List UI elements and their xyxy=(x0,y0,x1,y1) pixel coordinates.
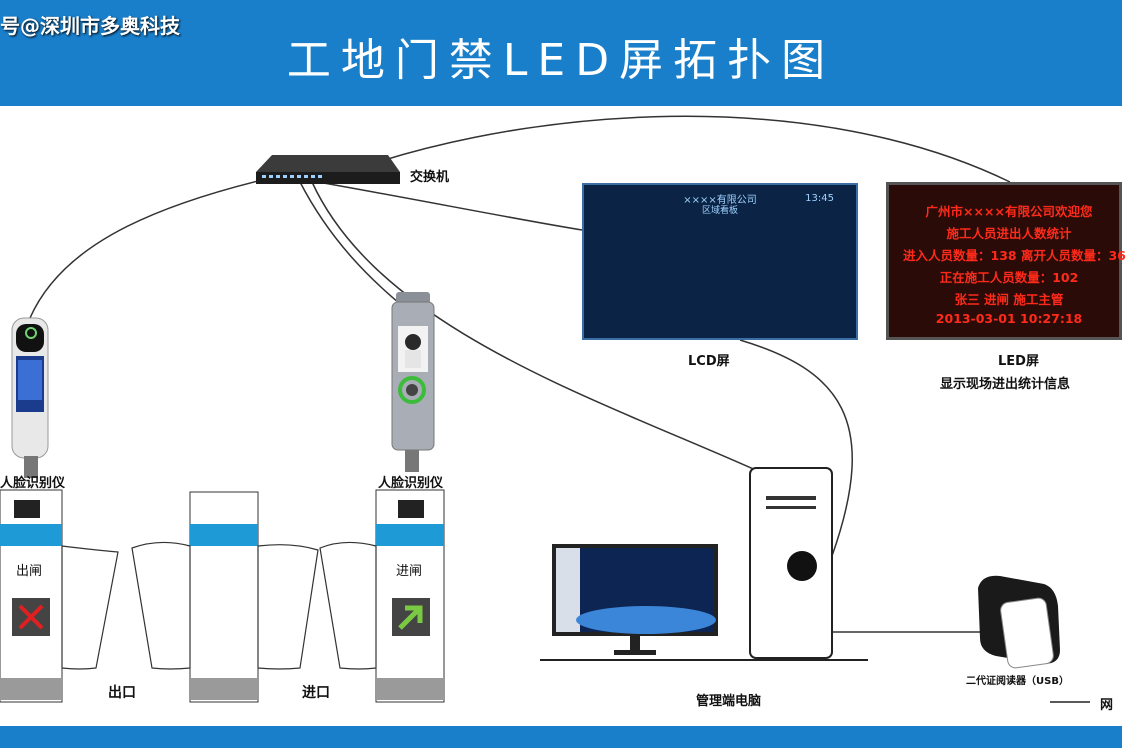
turnstile-pillar-right xyxy=(375,489,445,703)
flap-exit-right xyxy=(131,541,191,670)
pc-monitor xyxy=(540,544,868,661)
gate-exit-label: 出闸 xyxy=(16,564,43,579)
led-line-2: 施工人员进出人数统计 xyxy=(946,226,1072,241)
led-description: 显示现场进出统计信息 xyxy=(940,377,1071,392)
cable-switch-to-pc2 xyxy=(317,181,583,231)
lcd-clock: 13:45 xyxy=(805,193,834,204)
lcd-title: ××××有限公司 xyxy=(683,195,757,206)
led-line-4: 正在施工人员数量：102 xyxy=(939,270,1079,285)
led-line-5: 张三 进闸 施工主管 xyxy=(954,292,1064,307)
footer-bar xyxy=(0,726,1122,748)
cable-switch-to-right-face xyxy=(299,181,411,313)
network-cables xyxy=(29,115,1011,633)
header-bar xyxy=(0,0,1122,106)
turnstile-pillar-left xyxy=(0,489,63,703)
switch-label: 交换机 xyxy=(410,170,450,185)
face-terminal-right xyxy=(391,292,435,472)
cable-lcd-to-pc xyxy=(739,339,853,557)
legend-label: 网 xyxy=(1100,698,1114,713)
exit-label: 出口 xyxy=(108,685,136,701)
switch-device xyxy=(256,155,400,184)
face-label-left: 人脸识别仪 xyxy=(0,476,66,491)
led-screen: 广州市××××有限公司欢迎您 施工人员进出人数统计 进入人员数量：138 离开人… xyxy=(886,182,1126,340)
cable-switch-to-led xyxy=(321,115,1011,183)
face-label-right: 人脸识别仪 xyxy=(378,476,444,491)
cable-switch-to-pc xyxy=(311,181,761,473)
id-card-reader xyxy=(978,575,1060,669)
page-title: 工地门禁LED屏拓扑图 xyxy=(286,35,836,86)
pc-tower xyxy=(749,467,833,659)
gate-enter-label: 进闸 xyxy=(396,564,423,579)
led-line-3: 进入人员数量：138 离开人员数量：36 xyxy=(903,248,1126,263)
face-terminal-left xyxy=(11,317,49,478)
flap-enter-right xyxy=(319,541,377,670)
entrance-label: 进口 xyxy=(302,685,330,701)
led-line-6: 2013-03-01 10:27:18 xyxy=(935,311,1083,326)
cable-switch-to-left-face xyxy=(29,179,263,319)
pc-label: 管理端电脑 xyxy=(696,694,762,709)
turnstile-flaps xyxy=(61,541,377,670)
reader-label: 二代证阅读器（USB） xyxy=(966,676,1069,687)
led-line-1: 广州市××××有限公司欢迎您 xyxy=(925,204,1093,219)
led-label: LED屏 xyxy=(998,354,1039,369)
lcd-subtitle: 区域看板 xyxy=(701,206,738,216)
turnstile-pillar-middle xyxy=(189,491,259,703)
flap-enter-left xyxy=(257,544,319,670)
flap-exit-left xyxy=(61,545,119,670)
lcd-label: LCD屏 xyxy=(688,354,730,369)
lcd-screen: ××××有限公司 区域看板 13:45 xyxy=(582,183,858,340)
watermark: 号@深圳市多奥科技 xyxy=(0,14,180,38)
